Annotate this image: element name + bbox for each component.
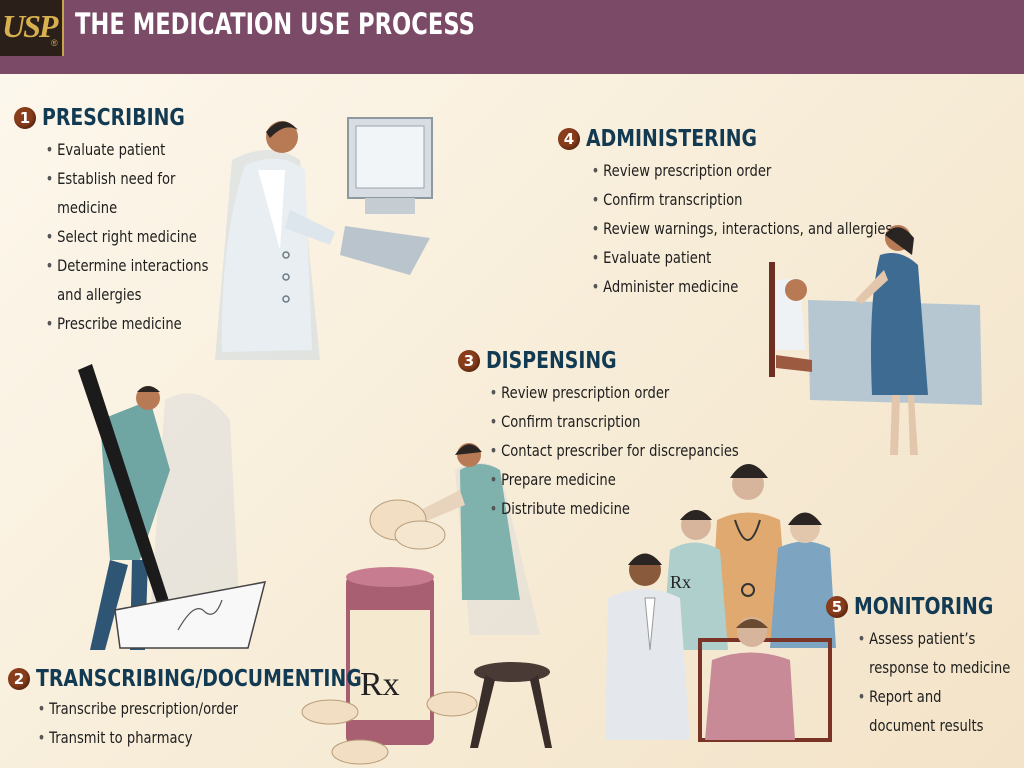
section-title: ADMINISTERING <box>586 126 757 152</box>
section-heading: 2 TRANSCRIBING/DOCUMENTING <box>8 666 433 692</box>
item-list: Assess patient’s response to medicine Re… <box>856 624 1024 740</box>
rx-badge-label: Rx <box>670 572 691 592</box>
step-number-badge: 3 <box>458 350 480 372</box>
section-title: PRESCRIBING <box>42 105 185 131</box>
rx-bottle-label: Rx <box>360 666 400 703</box>
list-item: Report and <box>856 682 1010 711</box>
list-item: Establish need for <box>44 164 208 193</box>
list-item: Determine interactions <box>44 251 209 280</box>
list-item: Transcribe prescription/order <box>36 694 362 723</box>
step-number-badge: 5 <box>826 596 848 618</box>
section-monitoring: 5 MONITORING Assess patient’s response t… <box>826 594 1024 740</box>
item-list: Transcribe prescription/order Transmit t… <box>36 694 433 752</box>
item-list: Evaluate patient Establish need for medi… <box>44 135 245 338</box>
section-title: DISPENSING <box>486 348 617 374</box>
list-item: Select right medicine <box>44 222 208 251</box>
section-title: TRANSCRIBING/DOCUMENTING <box>36 666 362 692</box>
section-transcribing: 2 TRANSCRIBING/DOCUMENTING Transcribe pr… <box>8 666 433 752</box>
list-item: Transmit to pharmacy <box>36 723 362 752</box>
usp-logo: USP ® <box>0 0 64 56</box>
section-heading: 1 PRESCRIBING <box>14 105 245 131</box>
list-item: Evaluate patient <box>590 243 892 272</box>
section-heading: 3 DISPENSING <box>458 348 794 374</box>
doctor-computer-illustration <box>215 117 433 360</box>
list-item-continuation: response to medicine <box>869 658 1011 677</box>
list-item: Review prescription order <box>488 378 739 407</box>
page-title: THE MEDICATION USE PROCESS <box>75 7 475 41</box>
writing-pen-illustration <box>78 364 267 650</box>
step-number-badge: 4 <box>558 128 580 150</box>
list-item: Review prescription order <box>590 156 892 185</box>
logo-text: USP <box>2 8 58 44</box>
registered-mark: ® <box>51 38 58 48</box>
section-dispensing: 3 DISPENSING Review prescription order C… <box>458 348 794 523</box>
list-item-continuation: document results <box>869 716 984 735</box>
section-prescribing: 1 PRESCRIBING Evaluate patient Establish… <box>14 105 245 338</box>
list-item: Confirm transcription <box>590 185 892 214</box>
step-number-badge: 1 <box>14 107 36 129</box>
list-item: Evaluate patient <box>44 135 208 164</box>
list-item: Review warnings, interactions, and aller… <box>590 214 893 243</box>
list-item: Assess patient’s <box>856 624 1010 653</box>
step-number-badge: 2 <box>8 668 30 690</box>
section-title: MONITORING <box>854 594 994 620</box>
item-list: Review prescription order Confirm transc… <box>590 156 959 301</box>
section-heading: 5 MONITORING <box>826 594 1024 620</box>
list-item-continuation: medicine <box>57 198 118 217</box>
list-item: Distribute medicine <box>488 494 739 523</box>
section-heading: 4 ADMINISTERING <box>558 126 959 152</box>
care-team-illustration <box>605 464 836 742</box>
list-item-continuation: and allergies <box>57 285 142 304</box>
list-item: Confirm transcription <box>488 407 739 436</box>
section-administering: 4 ADMINISTERING Review prescription orde… <box>558 126 959 301</box>
list-item: Administer medicine <box>590 272 892 301</box>
header-bar: USP ® THE MEDICATION USE PROCESS <box>0 0 1024 74</box>
list-item: Prescribe medicine <box>44 309 208 338</box>
list-item: Contact prescriber for discrepancies <box>488 436 739 465</box>
item-list: Review prescription order Confirm transc… <box>488 378 794 523</box>
list-item: Prepare medicine <box>488 465 739 494</box>
